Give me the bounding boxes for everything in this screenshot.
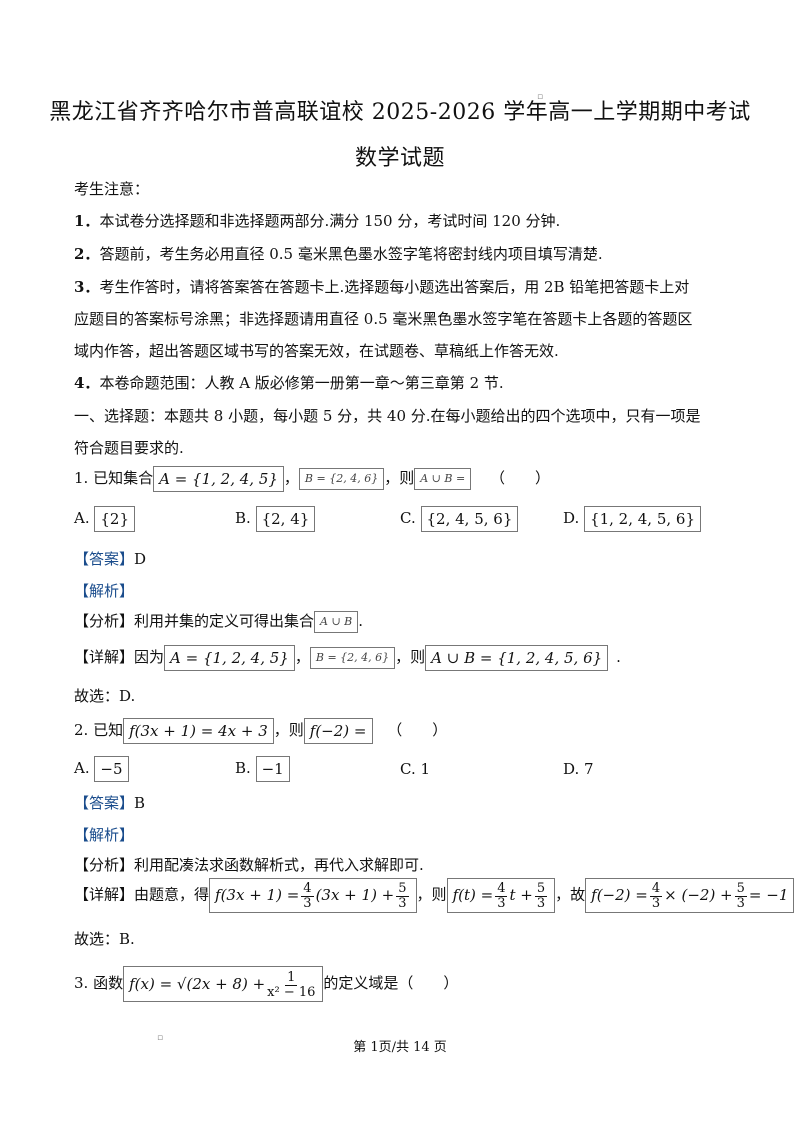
notice-item-3-line3: 域内作答，超出答题区域书写的答案无效，在试题卷、草稿纸上作答无效. bbox=[74, 342, 559, 360]
q1-option-a: A. {2} bbox=[74, 506, 136, 532]
set-b-formula: B = {2, 4, 6} bbox=[298, 468, 385, 490]
notice-item-4: 4．本卷命题范围：人教 A 版必修第一册第一章～第三章第 2 节. bbox=[74, 374, 504, 392]
q1-conclusion: 故选：D. bbox=[74, 687, 136, 705]
notice-heading: 考生注意： bbox=[74, 180, 150, 198]
notice-item-3: 3．考生作答时，请将答案答在答题卡上.选择题每小题选出答案后，用 2B 铅笔把答… bbox=[74, 278, 690, 296]
corner-mark-icon: ▫ bbox=[537, 92, 544, 102]
q1-answer: 【答案】D bbox=[74, 550, 147, 568]
exam-subtitle: 数学试题 bbox=[354, 146, 445, 171]
q1-option-d: D. {1, 2, 4, 5, 6} bbox=[563, 506, 701, 532]
q2-option-c: C. 1 bbox=[400, 760, 431, 778]
q1-option-b: B. {2, 4} bbox=[235, 506, 316, 532]
section-heading: 一、选择题：本题共 8 小题，每小题 5 分，共 40 分.在每小题给出的四个选… bbox=[74, 407, 701, 425]
q2-conclusion: 故选：B. bbox=[74, 930, 135, 948]
q2-fenxi: 【分析】利用配凑法求函数解析式，再代入求解即可. bbox=[74, 856, 424, 874]
q1-analysis-tag: 【解析】 bbox=[74, 582, 135, 600]
page-footer: 第 1页/共 14 页 bbox=[353, 1040, 447, 1055]
q2-answer: 【答案】B bbox=[74, 794, 146, 812]
q2-option-d: D. 7 bbox=[563, 760, 594, 778]
section-heading-line2: 符合题目要求的. bbox=[74, 439, 184, 457]
q2-analysis-tag: 【解析】 bbox=[74, 826, 135, 844]
union-formula: A ∪ B = bbox=[414, 468, 472, 490]
q2-option-a: A. −5 bbox=[74, 756, 129, 782]
q1-option-c: C. {2, 4, 5, 6} bbox=[400, 506, 519, 532]
set-a-formula: A = {1, 2, 4, 5} bbox=[153, 466, 284, 492]
notice-item-1: 1．本试卷分选择题和非选择题两部分.满分 150 分，考试时间 120 分钟. bbox=[74, 212, 561, 230]
q2-option-b: B. −1 bbox=[235, 756, 290, 782]
corner-mark-icon: ▫ bbox=[157, 1033, 164, 1043]
q2-function-formula: f(3x + 1) = 4x + 3 bbox=[123, 718, 274, 744]
notice-item-3-line2: 应题目的答案标号涂黑；非选择题请用直径 0.5 毫米黑色墨水签字笔在答题卡上各题… bbox=[74, 310, 693, 328]
notice-item-2: 2．答题前，考生务必用直径 0.5 毫米黑色墨水签字笔将密封线内项目填写清楚. bbox=[74, 245, 603, 263]
exam-title: 黑龙江省齐齐哈尔市普高联谊校 2025-2026 学年高一上学期期中考试 bbox=[49, 100, 751, 125]
